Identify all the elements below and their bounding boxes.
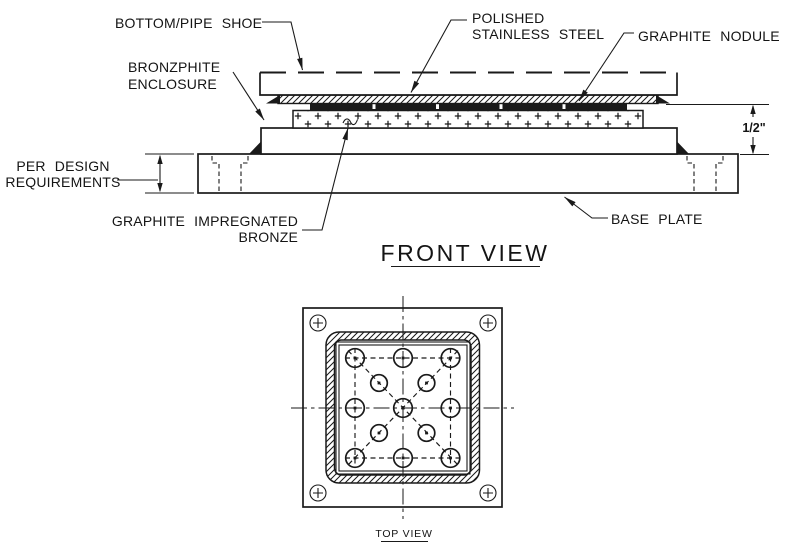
nodule-joint	[499, 104, 503, 109]
leader-polished-steel	[410, 19, 467, 93]
corner-bolt-hole	[479, 484, 497, 502]
leader-graphite-bronze	[302, 127, 349, 231]
stainless-steel-layer	[277, 94, 659, 105]
label-bronzphite: BRONZPHITE	[128, 59, 220, 75]
label-enclosure: ENCLOSURE	[128, 76, 217, 92]
leader-bronzphite	[232, 71, 265, 121]
leader-graphite-nodule	[578, 32, 634, 102]
label-graphite-nodule: GRAPHITE NODULE	[638, 28, 780, 44]
label-graphite-impregnated: GRAPHITE IMPREGNATED	[112, 213, 298, 229]
nodule-center-dots	[353, 356, 452, 460]
label-stainless-steel: STAINLESS STEEL	[472, 26, 604, 42]
label-polished: POLISHED	[472, 10, 544, 26]
nodule-circle	[369, 423, 389, 443]
label-per-design: PER DESIGN	[16, 158, 109, 174]
weld-fillet-steel-left	[266, 95, 280, 104]
nodule-joint	[372, 104, 376, 109]
anchor-bolt-hole-left	[211, 156, 249, 192]
base-plate	[197, 153, 739, 194]
dim-arrow-up	[157, 154, 163, 164]
corner-bolt-hole	[479, 314, 497, 332]
corner-bolt-hole	[309, 484, 327, 502]
leader-pipe-shoe	[262, 21, 304, 71]
label-base-plate: BASE PLATE	[611, 211, 703, 227]
dim-arrow-down	[750, 145, 756, 155]
weld-fillet-enclosure-right	[677, 141, 689, 154]
weld-fillet-steel-right	[656, 95, 670, 104]
label-bronze: BRONZE	[238, 229, 298, 245]
dimension-half-inch: 1/2"	[742, 121, 765, 135]
nodule-joint	[562, 104, 566, 109]
dimension-right-lines	[666, 103, 769, 156]
front-view-title: FRONT VIEW	[381, 240, 550, 266]
front-view: 1/2" BOTTOM/PIPE SHOE POLISHED STAINLESS…	[5, 10, 780, 268]
enclosure-plate	[260, 127, 678, 155]
graphite-nodule-strip	[310, 103, 627, 111]
dim-arrow-up	[750, 104, 756, 114]
nodule-circle	[417, 423, 436, 443]
label-pipe-shoe: BOTTOM/PIPE SHOE	[115, 15, 262, 31]
top-view-title: TOP VIEW	[375, 528, 432, 540]
nodule-joint	[436, 104, 439, 109]
corner-bolt-hole	[309, 314, 327, 332]
nodule-circle	[369, 373, 389, 393]
nodule-circle	[392, 347, 414, 369]
dim-arrow-down	[157, 183, 163, 193]
leader-base-plate	[564, 196, 608, 219]
anchor-bolt-hole-right	[686, 156, 724, 192]
dimension-left-lines	[117, 153, 194, 194]
leader-squiggle	[342, 118, 359, 126]
label-requirements: REQUIREMENTS	[5, 174, 120, 190]
weld-fillet-enclosure-left	[249, 141, 261, 154]
nodule-circle	[417, 373, 436, 393]
pipe-shoe-plate	[259, 72, 678, 96]
top-view: TOP VIEW	[291, 296, 514, 543]
